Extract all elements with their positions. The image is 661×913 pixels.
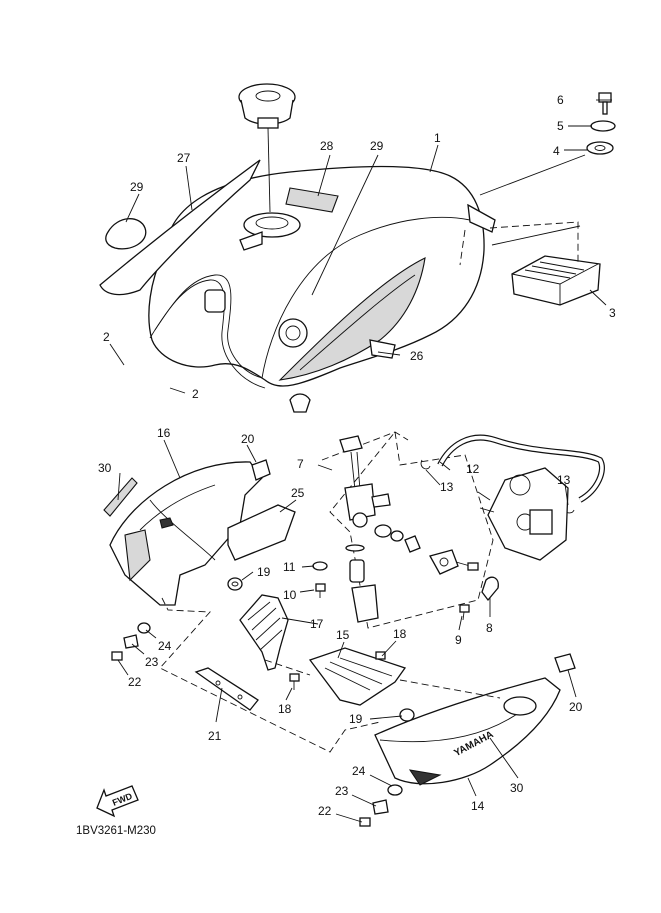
damper-cushion (586, 141, 614, 155)
fuel-hose (437, 434, 605, 503)
callout-25: 25 (291, 486, 305, 500)
clip-20 (251, 459, 271, 481)
tank-pad (285, 187, 339, 213)
fuel-cock-lever (481, 576, 499, 602)
fasteners-left (111, 622, 151, 661)
callout-27: 27 (177, 151, 191, 165)
callout-labels: 1 2 2 3 4 5 6 7 8 9 10 11 12 13 13 14 15… (98, 93, 616, 818)
carburetor (477, 467, 569, 561)
callout-30-b: 30 (510, 781, 524, 795)
hose-clip (420, 459, 431, 470)
callout-28: 28 (320, 139, 334, 153)
callout-8: 8 (486, 621, 493, 635)
callout-20: 20 (241, 432, 255, 446)
callout-13: 13 (440, 480, 454, 494)
fuel-cock (339, 435, 391, 528)
fuel-filter (345, 544, 379, 623)
leader-lines (109, 99, 612, 823)
washer-11 (312, 561, 328, 571)
bracket-21 (194, 667, 259, 711)
callout-23-b: 23 (335, 784, 349, 798)
fasteners-right (359, 784, 403, 827)
callout-16: 16 (157, 426, 171, 440)
callout-21: 21 (208, 729, 222, 743)
callout-18-b: 18 (393, 627, 407, 641)
callout-14: 14 (471, 799, 485, 813)
callout-9: 9 (455, 633, 462, 647)
callout-13-b: 13 (557, 473, 571, 487)
callout-20-b: 20 (569, 700, 583, 714)
callout-11: 11 (283, 560, 296, 574)
callout-1: 1 (434, 131, 441, 145)
callout-2: 2 (103, 330, 110, 344)
left-side-cover (109, 461, 263, 606)
callout-23: 23 (145, 655, 159, 669)
callout-24-b: 24 (352, 764, 366, 778)
bracket-15 (308, 647, 407, 706)
regulator (511, 255, 601, 306)
callout-15: 15 (336, 628, 350, 642)
o-rings (374, 524, 421, 553)
callout-3: 3 (609, 306, 616, 320)
callout-10: 10 (283, 588, 297, 602)
right-side-cover (374, 677, 561, 786)
side-graphic (99, 159, 261, 296)
callout-29-b: 29 (370, 139, 384, 153)
cap-leader (267, 127, 271, 213)
fuel-tank (148, 165, 496, 413)
callout-2-b: 2 (192, 387, 199, 401)
screw-9 (459, 604, 470, 621)
side-pad (227, 504, 296, 561)
callout-19-b: 19 (349, 712, 363, 726)
callout-4: 4 (553, 144, 560, 158)
callout-22-b: 22 (318, 804, 332, 818)
routing-line-3 (264, 659, 311, 676)
reference-code: 1BV3261-M230 (76, 825, 156, 837)
screw-18 (289, 673, 300, 690)
callout-5: 5 (557, 119, 564, 133)
callout-30: 30 (98, 461, 112, 475)
bolt (598, 92, 612, 115)
screw-18-b (375, 651, 386, 660)
callout-6: 6 (557, 93, 564, 107)
screw-10 (315, 583, 326, 598)
grommet-19 (227, 577, 243, 591)
callout-17: 17 (310, 617, 324, 631)
grommet-19-b (399, 708, 415, 722)
callout-26: 26 (410, 349, 424, 363)
lever-plate (429, 549, 479, 575)
side-emblem (103, 477, 138, 517)
callout-18: 18 (278, 702, 292, 716)
routing-line-2 (399, 679, 501, 699)
round-emblem (105, 218, 147, 250)
callout-22: 22 (128, 675, 142, 689)
callout-19: 19 (257, 565, 271, 579)
fuel-cap (238, 83, 296, 129)
callout-7: 7 (297, 457, 304, 471)
fwd-arrow: FWD (96, 785, 139, 818)
callout-29: 29 (130, 180, 144, 194)
routing-line-1 (159, 597, 381, 753)
callout-12: 12 (466, 462, 480, 476)
callout-24: 24 (158, 639, 172, 653)
clip-20-b (554, 653, 576, 673)
bracket-17 (239, 594, 289, 671)
washer (590, 120, 616, 132)
